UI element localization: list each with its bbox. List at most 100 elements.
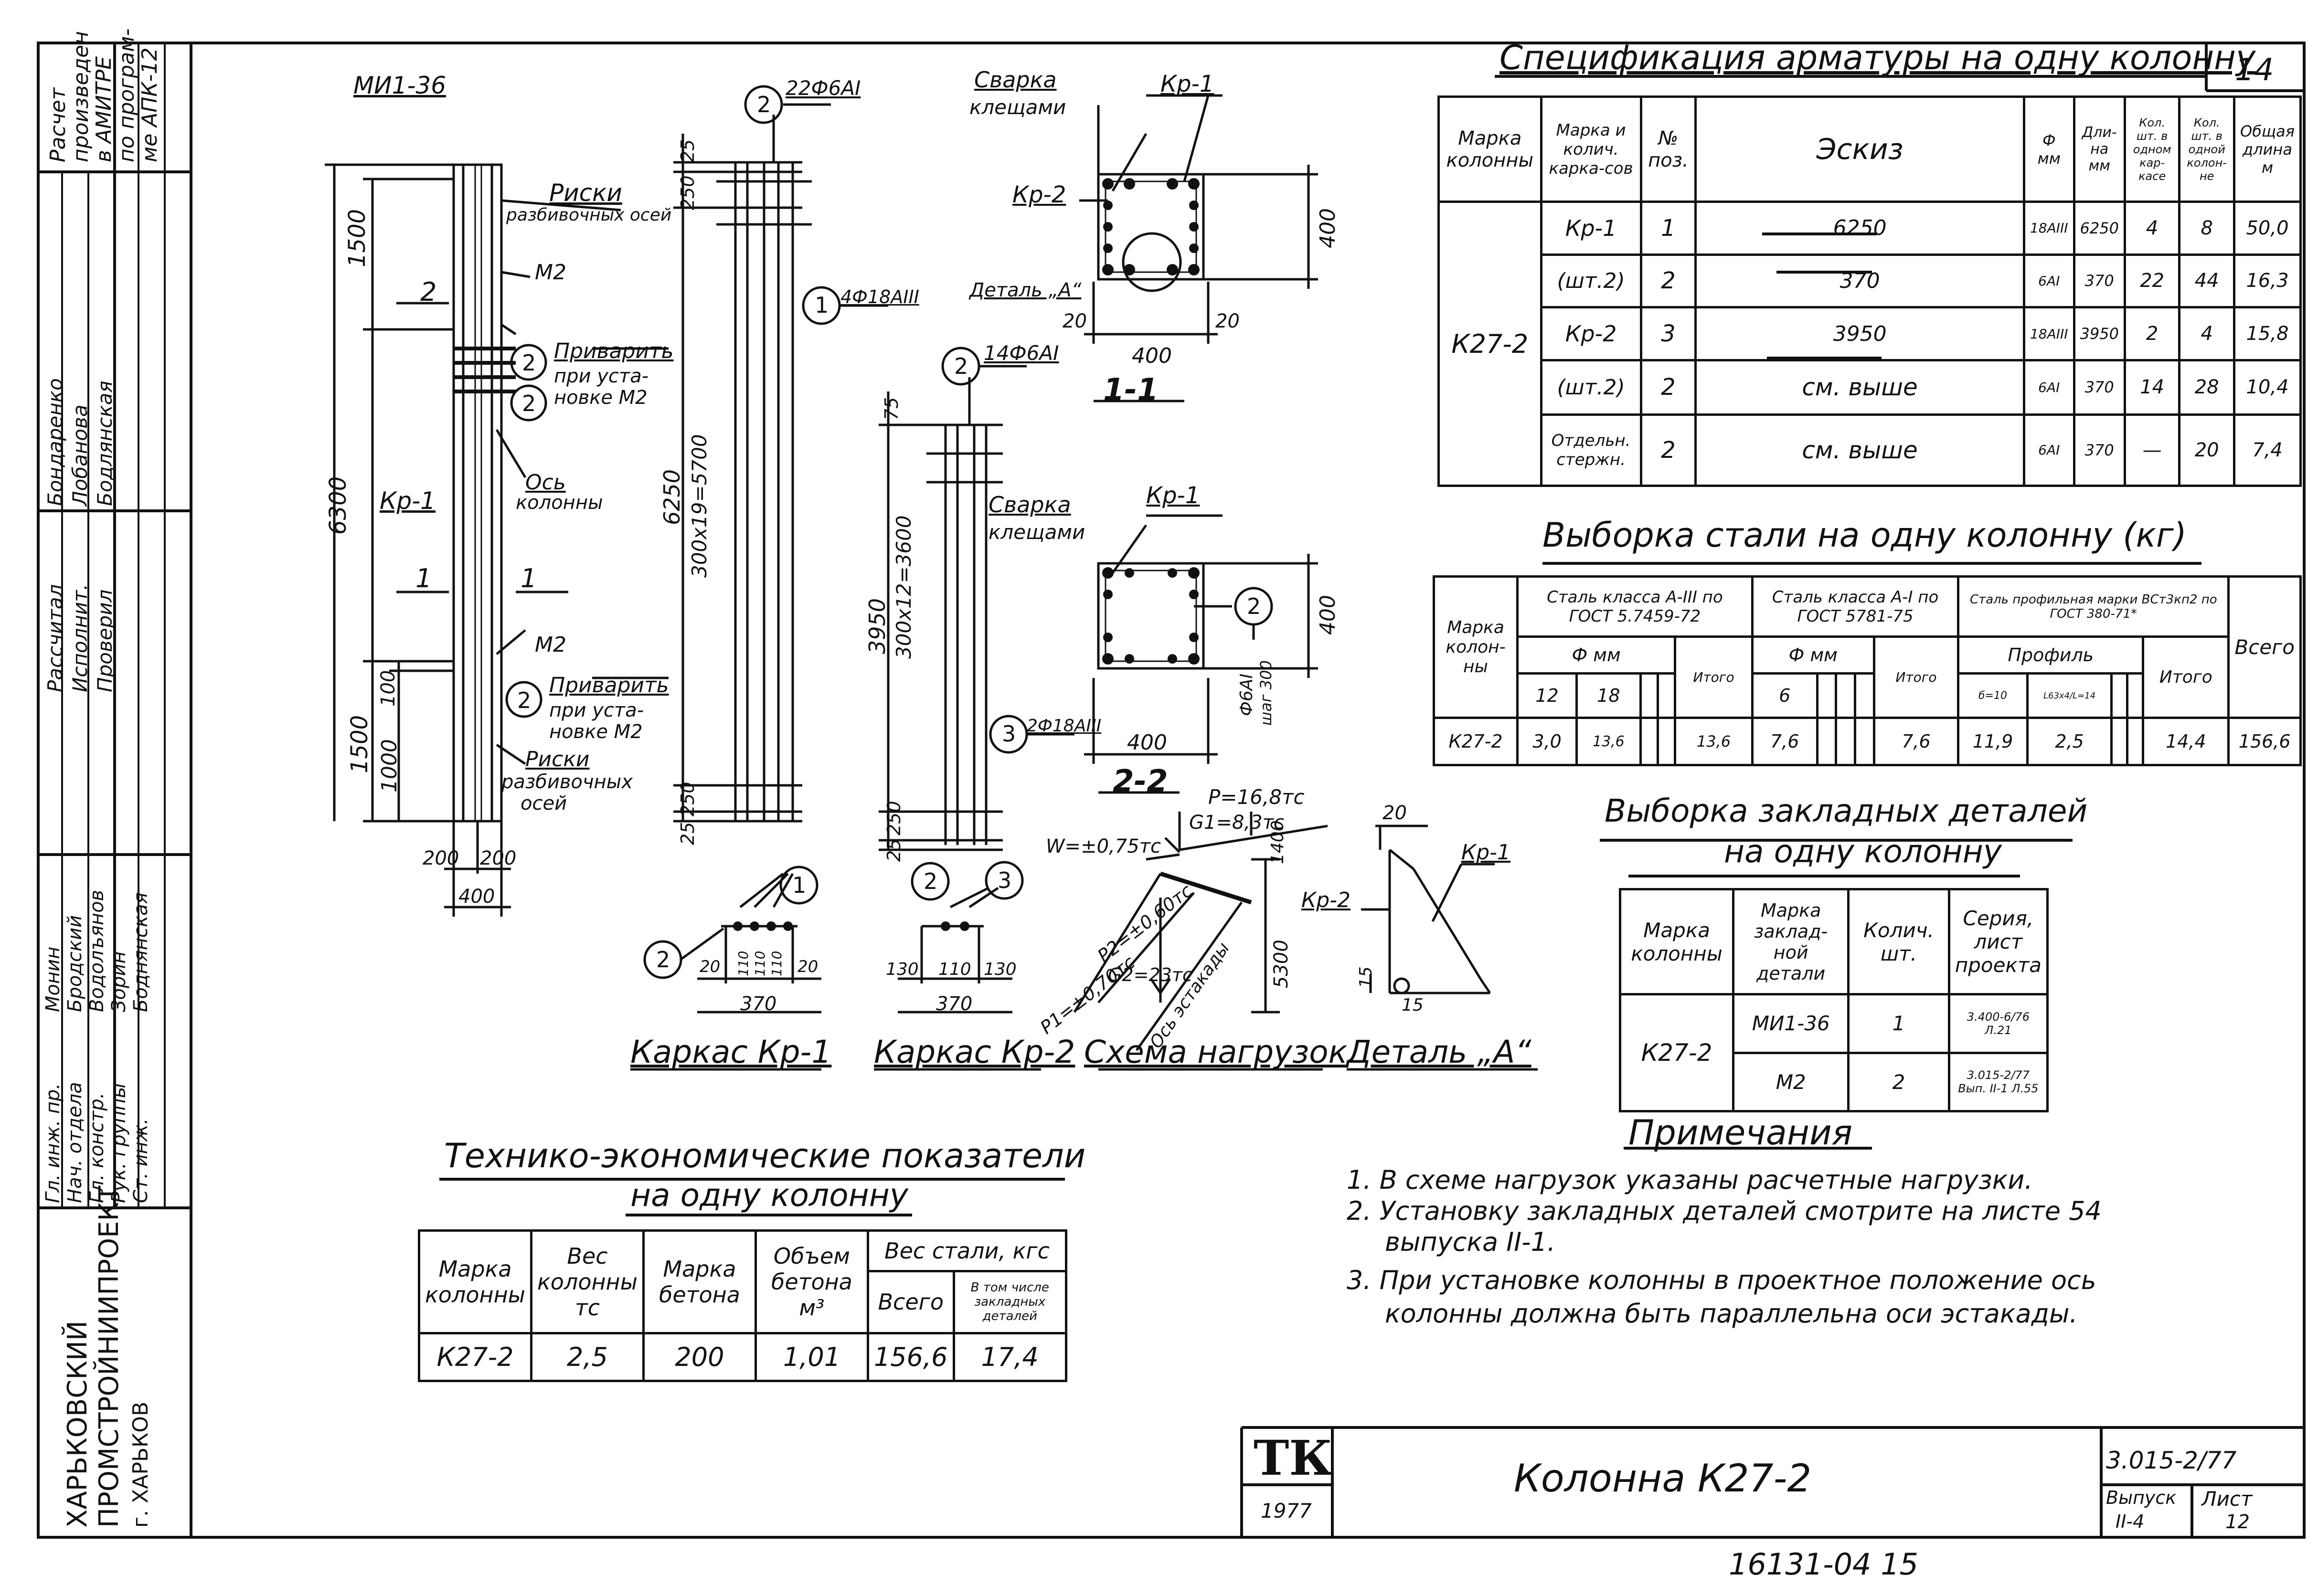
spec-r2-per-col: 44 — [2178, 253, 2236, 309]
spec-r4-per-col: 28 — [2178, 359, 2236, 416]
s22-step: шаг 300 — [1257, 660, 1275, 726]
spec-r4-per-frame: 14 — [2123, 359, 2181, 416]
s22-weld-label-2: клещами — [989, 520, 1085, 544]
steel-d12: 12 — [1516, 672, 1578, 719]
kr1-dim-pitch: 300x19=5700 — [688, 434, 711, 578]
spec-r2-total: 16,3 — [2233, 253, 2302, 309]
load-w: W=±0,75тс — [1046, 835, 1161, 857]
s11-dim-20-right: 20 — [1215, 310, 1240, 332]
fk1-dim-110-a: 110 — [735, 951, 751, 976]
kr2-dim-3950: 3950 — [864, 598, 890, 654]
steel-h-total-2: Итого — [1872, 635, 1960, 719]
kr2-bar-spec: 14Ф6АI — [984, 341, 1059, 365]
spec-r5-sketch: см. выше — [1694, 413, 2025, 487]
bottom-archive-code: 16131-04 15 — [1729, 1547, 1919, 1582]
section-mark-2: 2 — [420, 277, 437, 307]
steel-row-t1: 13,6 — [1674, 717, 1754, 766]
kr1-dim-250-bottom: 250 — [677, 782, 698, 816]
tep-row-embedded: 17,4 — [952, 1332, 1068, 1382]
kr2-dim-25: 25 — [883, 838, 904, 862]
fk1-dim-370: 370 — [740, 993, 777, 1015]
load-dim-5300: 5300 — [1270, 940, 1292, 988]
sheet-label: Лист — [2201, 1487, 2253, 1511]
risks-bottom-label: Риски — [525, 747, 590, 772]
frame-kr2-title: Каркас Кр-2 — [874, 1034, 1075, 1070]
load-g2: G2=23тс — [1108, 964, 1192, 985]
embedded-table-title-2: на одну колонну — [1724, 833, 2002, 870]
fk2-dim-110: 110 — [938, 960, 971, 979]
kr1-dim-250-top: 250 — [677, 175, 698, 210]
callout-2b: 2 — [522, 391, 536, 416]
tep-h-steel-total: Всего — [866, 1269, 955, 1335]
spec-r2-frame: (шт.2) — [1540, 253, 1642, 309]
steel-b10: б=10 — [1957, 672, 2029, 719]
spec-r1-frame: Кр-1 — [1540, 201, 1642, 256]
tep-h-steel: Вес стали, кгс — [866, 1229, 1068, 1272]
s11-detail-label: Деталь „А“ — [969, 279, 1082, 301]
sheet-value: 12 — [2225, 1511, 2250, 1533]
s11-weld-label: Сварка — [974, 67, 1057, 93]
load-scheme-title: Схема нагрузок — [1084, 1034, 1348, 1070]
title-year: 1977 — [1261, 1499, 1312, 1522]
dim-400-column: 400 — [458, 886, 495, 908]
s11-weld-label-2: клещами — [969, 95, 1066, 119]
spec-r2-pos: 2 — [1639, 253, 1697, 309]
issue-label: Выпуск — [2106, 1487, 2177, 1508]
callout-frame-kr2-2: 2 — [924, 868, 938, 894]
steel-table: Марка колон-ны Сталь класса А-III по ГОС… — [1433, 575, 2302, 766]
kr1-bar1-spec: 4Ф18АIII — [840, 286, 919, 307]
emb-h-mark: Марка колонны — [1618, 888, 1735, 995]
series-number: 3.015-2/77 — [2106, 1447, 2237, 1474]
steel-row-p2: 2,5 — [2026, 717, 2113, 766]
spec-h-mark: Марка колонны — [1437, 95, 1542, 203]
s11-dim-400-bottom: 400 — [1132, 344, 1172, 368]
da-dim-15-left: 15 — [1356, 966, 1376, 988]
spec-r4-total: 10,4 — [2233, 359, 2302, 416]
spec-r3-sketch: 3950 — [1694, 306, 2025, 361]
weld-top-label-2: при уста- — [554, 365, 649, 387]
emb-h-series: Серия, лист проекта — [1947, 888, 2049, 995]
spec-r1-per-frame: 4 — [2123, 201, 2181, 256]
load-dim-1400: 1400 — [1268, 820, 1287, 864]
tep-table-title-2: на одну колонну — [630, 1177, 908, 1214]
section-2-2 — [1084, 514, 1318, 794]
section-1-1-bars — [1102, 178, 1200, 275]
steel-h-total-1: Итого — [1674, 635, 1754, 719]
steel-l63: L63x4/L=14 — [2026, 672, 2113, 719]
note-2: 2. Установку закладных деталей смотрите … — [1347, 1196, 2102, 1226]
axis-label: Ось — [525, 470, 566, 495]
section-2-2-bars — [1102, 567, 1200, 665]
callout-kr1-2: 2 — [757, 92, 771, 117]
spec-r5-per-col: 20 — [2178, 413, 2236, 487]
section-mark-1b: 1 — [521, 563, 537, 593]
tep-row-weight: 2,5 — [530, 1332, 645, 1382]
stamp-organization: ХАРЬКОВСКИЙ ПРОМСТРОЙНИИПРОЕКТ г. ХАРЬКО… — [62, 1185, 153, 1528]
emb-h-detail: Марка заклад-ной детали — [1732, 888, 1850, 995]
embedded-table-title: Выборка закладных деталей — [1605, 793, 2088, 829]
section-1-1 — [1079, 94, 1318, 402]
spec-h-frame: Марка и колич. карка-сов — [1540, 95, 1642, 203]
callout-s22-2: 2 — [1247, 593, 1261, 619]
steel-h-mark: Марка колон-ны — [1433, 575, 1519, 719]
stamp-approval-names: Монин Бродский Водолъянов Зорин Боднянск… — [42, 889, 152, 1012]
steel-row-v6: 7,6 — [1751, 717, 1818, 766]
spec-r1-dia: 18АIII — [2022, 201, 2075, 256]
dim-100: 100 — [377, 670, 399, 707]
callout-frame-kr1-1: 1 — [792, 872, 807, 898]
spec-r1-total: 50,0 — [2233, 201, 2302, 256]
fk1-dim-110-c: 110 — [769, 951, 785, 976]
emb-mark: К27-2 — [1618, 993, 1735, 1112]
steel-h-fmm2: Ф мм — [1751, 635, 1875, 675]
callout-kr1-1: 1 — [815, 292, 829, 318]
steel-row-all: 156,6 — [2227, 717, 2302, 766]
callout-2c: 2 — [517, 687, 532, 713]
fk1-dim-20-left: 20 — [700, 957, 721, 976]
da-dim-15-bottom: 15 — [1402, 995, 1424, 1015]
kr2-dim-75: 75 — [881, 397, 902, 420]
kr1-column-label: Кр-1 — [380, 487, 436, 515]
fk2-dim-130-right: 130 — [984, 960, 1017, 979]
tep-row-steel: 156,6 — [866, 1332, 955, 1382]
steel-row-v18: 13,6 — [1575, 717, 1642, 766]
emb-r2-detail: М2 — [1732, 1051, 1850, 1112]
spec-h-dia: Ф мм — [2022, 95, 2075, 203]
